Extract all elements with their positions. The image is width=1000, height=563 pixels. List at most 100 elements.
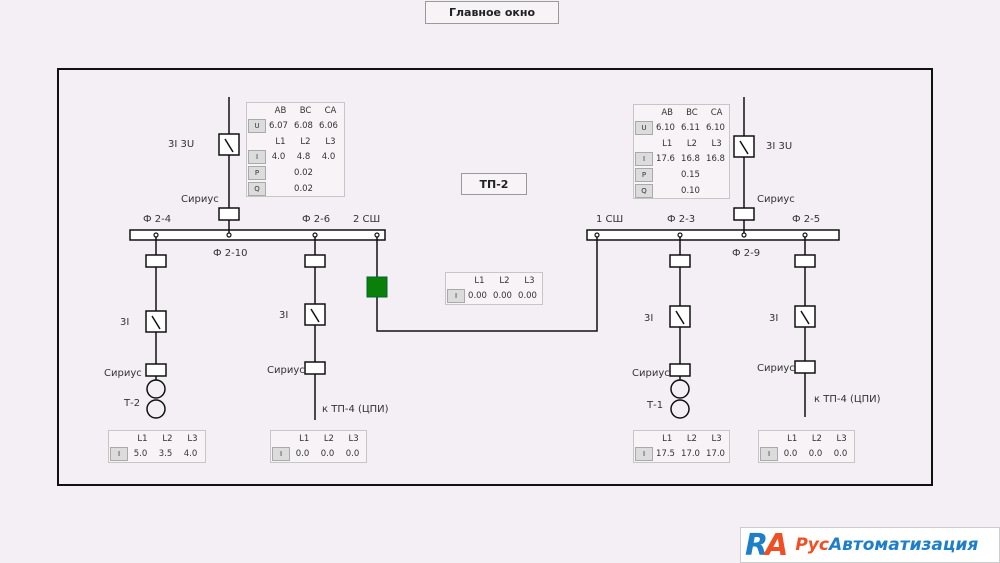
header-cell: CA — [710, 107, 723, 118]
value-cell: 0.02 — [294, 168, 313, 178]
header-cell: L3 — [836, 433, 847, 444]
feeder-2-3-relay-label: Сириус — [632, 368, 670, 379]
value-cell: 0.0 — [808, 449, 823, 459]
reactive-power-key-button[interactable]: Q — [248, 182, 266, 196]
left-incomer-protection-label: 3I 3U — [168, 139, 195, 150]
header-cell: L2 — [499, 275, 510, 286]
feeder-2-4-relay-label: Сириус — [104, 368, 142, 379]
left-incomer-measurements: AB BC CA U 6.07 6.08 6.06 L1 L2 L3 I 4.0… — [246, 102, 345, 197]
left-incomer-relay-label: Сириус — [181, 194, 219, 205]
value-cell: 0.0 — [320, 449, 335, 459]
value-cell: 0.0 — [783, 449, 798, 459]
bus-node — [226, 232, 232, 238]
bus-node — [594, 232, 600, 238]
feeder-2-6-label: Ф 2-6 — [302, 214, 331, 225]
value-cell: 0.02 — [294, 184, 313, 194]
header-cell: L3 — [325, 136, 336, 147]
transformer-t2-upper — [146, 379, 166, 399]
feeder-2-9-label: Ф 2-9 — [732, 248, 761, 259]
transformer-t2-lower — [146, 399, 166, 419]
value-cell: 6.10 — [656, 123, 675, 133]
left-incomer-relay — [218, 207, 240, 221]
sectional-breaker — [366, 276, 388, 298]
current-key-button[interactable]: I — [760, 447, 778, 461]
feeder-2-6-destination-label: к ТП-4 (ЦПИ) — [322, 404, 389, 415]
feeder-2-10-label: Ф 2-10 — [213, 248, 248, 259]
right-incomer-protection-label: 3I 3U — [766, 141, 793, 152]
header-cell: L3 — [348, 433, 359, 444]
value-cell: 5.0 — [133, 449, 148, 459]
feeder-2-4-measurements: L1 L2 L3 I 5.0 3.5 4.0 — [108, 430, 206, 463]
right-incomer-relay — [733, 207, 755, 221]
header-cell: L2 — [686, 433, 697, 444]
bus-node — [374, 232, 380, 238]
feeder-2-4-label: Ф 2-4 — [143, 214, 172, 225]
value-cell: 4.0 — [183, 449, 198, 459]
value-cell: 6.06 — [319, 121, 338, 131]
current-key-button[interactable]: I — [272, 447, 290, 461]
feeder-2-5-destination-label: к ТП-4 (ЦПИ) — [814, 394, 881, 405]
header-cell: L1 — [662, 138, 673, 149]
reactive-power-key-button[interactable]: Q — [635, 184, 653, 198]
value-cell: 6.07 — [269, 121, 288, 131]
value-cell: 0.0 — [345, 449, 360, 459]
value-cell: 0.15 — [681, 170, 700, 180]
bus-2-label: 2 СШ — [353, 214, 381, 225]
header-cell: L1 — [474, 275, 485, 286]
feeder-2-5-label: Ф 2-5 — [792, 214, 821, 225]
value-cell: 17.0 — [681, 449, 700, 459]
current-key-button[interactable]: I — [635, 447, 653, 461]
bus-node — [677, 232, 683, 238]
transformer-t1-label: Т-1 — [647, 400, 664, 411]
active-power-key-button[interactable]: P — [635, 168, 653, 182]
header-cell: AB — [274, 105, 287, 116]
value-cell: 6.08 — [294, 121, 313, 131]
value-cell: 0.00 — [518, 291, 537, 301]
current-key-button[interactable]: I — [110, 447, 128, 461]
value-cell: 17.6 — [656, 154, 675, 164]
feeder-2-6-protection-label: 3I — [279, 310, 289, 321]
logo-text: РусАвтоматизация — [795, 535, 979, 555]
company-logo: RA РусАвтоматизация — [740, 527, 1000, 563]
header-cell: CA — [324, 105, 337, 116]
logo-mark: RA — [745, 527, 788, 563]
feeder-2-5-measurements: L1 L2 L3 I 0.0 0.0 0.0 — [758, 430, 855, 463]
feeder-2-4-protection-label: 3I — [120, 317, 130, 328]
scheme-frame — [57, 68, 933, 486]
header-cell: AB — [661, 107, 673, 118]
value-cell: 4.8 — [296, 152, 311, 162]
voltage-key-button[interactable]: U — [635, 121, 653, 135]
bus-node — [802, 232, 808, 238]
header-cell: L2 — [323, 433, 334, 444]
feeder-2-6-relay-label: Сириус — [267, 365, 305, 376]
bus-1-section — [586, 229, 840, 241]
value-cell: 0.0 — [295, 449, 310, 459]
feeder-2-3-protection-label: 3I — [644, 313, 654, 324]
current-key-button[interactable]: I — [635, 152, 653, 166]
header-cell: L2 — [300, 136, 311, 147]
voltage-key-button[interactable]: U — [248, 119, 266, 133]
bus-node — [741, 232, 747, 238]
header-cell: L3 — [524, 275, 535, 286]
header-cell: BC — [686, 107, 698, 118]
value-cell: 0.00 — [468, 291, 487, 301]
current-key-button[interactable]: I — [248, 150, 266, 164]
value-cell: 0.10 — [681, 186, 700, 196]
current-key-button[interactable]: I — [447, 289, 465, 303]
header-cell: L1 — [299, 433, 310, 444]
value-cell: 0.0 — [833, 449, 848, 459]
value-cell: 0.00 — [493, 291, 512, 301]
header-cell: L2 — [811, 433, 822, 444]
bus-node — [153, 232, 159, 238]
main-window-button[interactable]: Главное окно — [425, 1, 559, 24]
right-incomer-relay-label: Сириус — [757, 194, 795, 205]
header-cell: L1 — [137, 433, 148, 444]
value-cell: 6.11 — [681, 123, 700, 133]
feeder-2-3-label: Ф 2-3 — [667, 214, 696, 225]
header-cell: L3 — [711, 138, 722, 149]
active-power-key-button[interactable]: P — [248, 166, 266, 180]
value-cell: 17.0 — [706, 449, 725, 459]
bus-2-section — [129, 229, 386, 241]
header-cell: L1 — [787, 433, 798, 444]
